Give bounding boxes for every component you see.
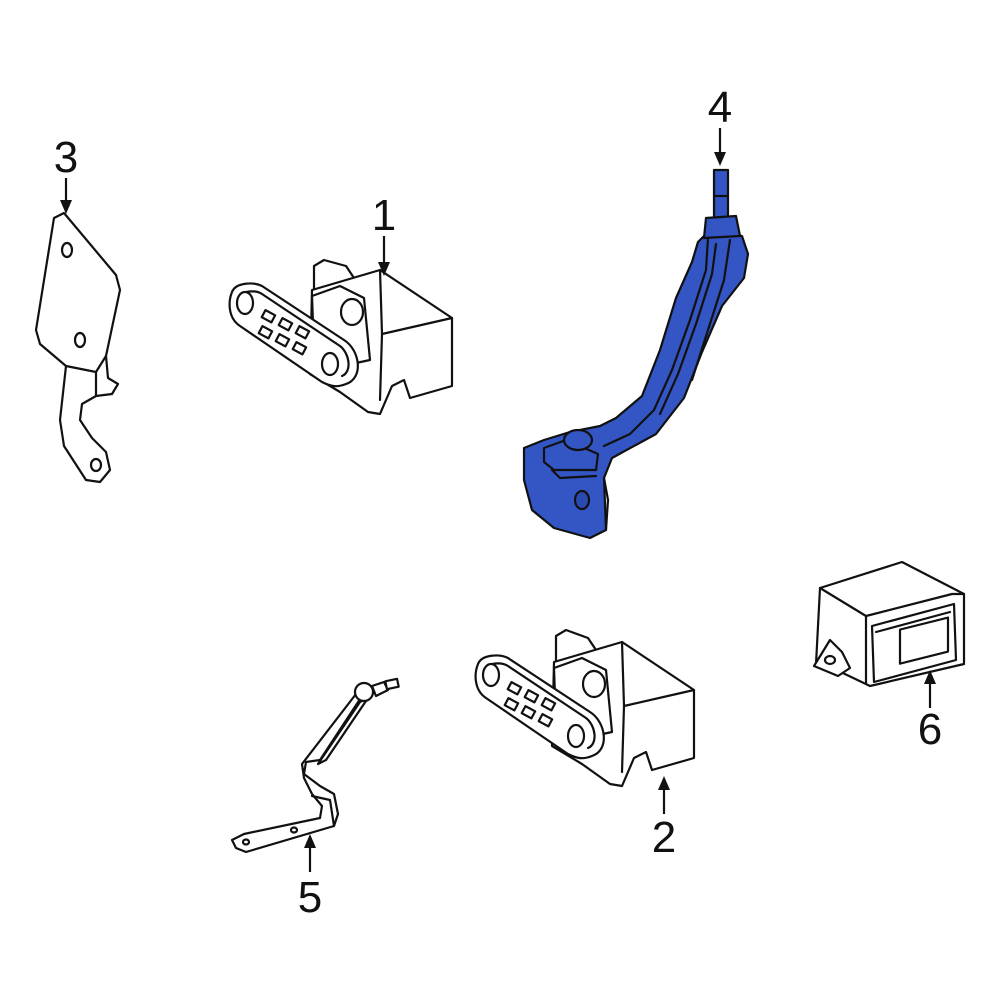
callout-4: 4 [708,83,732,166]
callout-1: 1 [372,191,396,276]
part-6-control-module[interactable] [812,560,966,688]
callout-number: 2 [652,813,676,862]
height-sensor-icon [474,628,696,788]
part-1-height-sensor[interactable] [228,258,454,416]
part-2-height-sensor[interactable] [474,628,696,788]
callout-2: 2 [652,776,676,862]
callout-5: 5 [298,834,322,922]
connector-slots [257,309,311,356]
callout-number: 6 [918,705,942,754]
callout-number: 1 [372,191,396,240]
callout-number: 4 [708,83,732,132]
callout-number: 5 [298,873,322,922]
connector-slots [503,681,557,728]
callout-number: 3 [54,133,78,182]
height-sensor-icon [228,258,454,416]
sensor-link-icon [230,677,400,854]
part-5-sensor-link[interactable] [230,677,400,854]
callout-3: 3 [54,133,78,214]
sensor-bracket-icon [522,168,750,540]
part-3-mounting-bracket[interactable] [34,211,122,484]
control-module-icon [812,560,966,688]
callout-6: 6 [918,670,942,754]
part-4-sensor-bracket[interactable] [522,168,750,540]
